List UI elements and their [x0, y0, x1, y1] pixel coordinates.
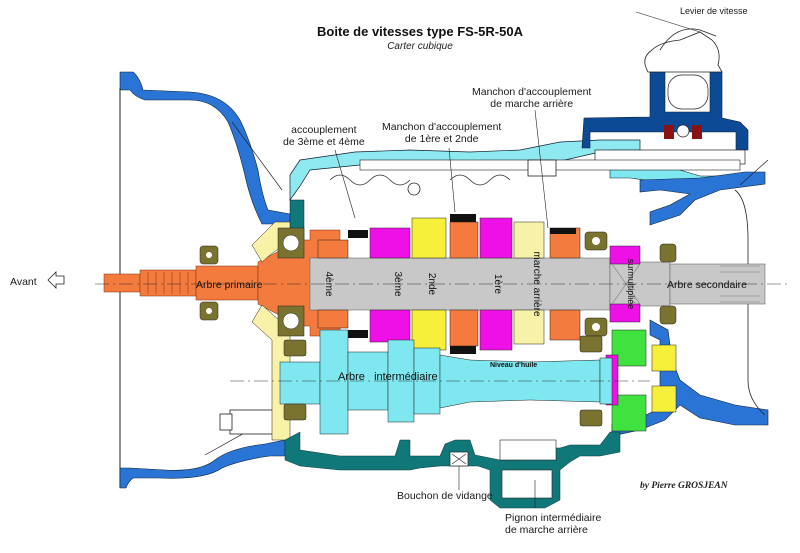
- niveau-huile-label: Niveau d'huile: [490, 362, 537, 369]
- author-credit: by Pierre GROSJEAN: [640, 481, 728, 491]
- diagram-title: Boite de vitesses type FS-5R-50A: [317, 24, 523, 39]
- accouplement-34-line2: de 3ème et 4ème: [283, 136, 365, 148]
- levier-label: Levier de vitesse: [680, 6, 748, 16]
- gear-label-2: 2nde: [426, 273, 437, 296]
- bouchon-vidange-label: Bouchon de vidange: [397, 490, 493, 502]
- pignon-intermediaire-label: Pignon intermédiaire de marche arrière: [505, 512, 601, 536]
- countershaft: [230, 329, 650, 435]
- manchon-ma-label: Manchon d'accouplement de marche arrière: [472, 86, 591, 110]
- diagram-subtitle: Carter cubique: [387, 41, 453, 52]
- arbre-intermediaire-label: Arbre intermédiaire: [338, 371, 438, 383]
- front-bearing: [199, 221, 305, 441]
- gear-label-5: surmultipliée: [626, 259, 636, 310]
- gear-label-1: 1ère: [492, 274, 503, 294]
- pignon-line2: de marche arrière: [505, 524, 588, 536]
- manchon-ma-line2: de marche arrière: [490, 98, 574, 110]
- levier-leader: [635, 11, 701, 33]
- manchon-12-line1: Manchon d'accouplement: [382, 121, 502, 133]
- gear-label-4: 4ème: [323, 271, 334, 296]
- gear-set-lower: [317, 309, 581, 354]
- gear-label-reverse: marche arrière: [531, 251, 542, 316]
- manchon-12-label: Manchon d'accouplement de 1ère et 2nde: [382, 121, 501, 145]
- front-arrow-icon: [47, 271, 65, 289]
- arbre-secondaire-label: Arbre secondaire: [667, 279, 747, 291]
- gear-set-upper: [317, 214, 581, 259]
- oil-sump: [284, 431, 621, 509]
- selector-rail: [329, 159, 741, 196]
- fifth-gear: [584, 231, 677, 432]
- arbre-primaire-label: Arbre primaire: [196, 279, 263, 291]
- bell-housing: [119, 71, 291, 489]
- accouplement-34-label: accouplement de 3ème et 4ème: [283, 124, 365, 148]
- accouplement-34-line1: accouplement: [291, 124, 357, 136]
- manchon-12-line2: de 1ère et 2nde: [404, 133, 479, 145]
- manchon-ma-line1: Manchon d'accouplement: [472, 86, 592, 98]
- gear-label-3: 3ème: [392, 271, 403, 296]
- pignon-line1: Pignon intermédiaire: [505, 512, 602, 524]
- leader-lines: [334, 109, 549, 229]
- avant-label: Avant: [10, 276, 37, 288]
